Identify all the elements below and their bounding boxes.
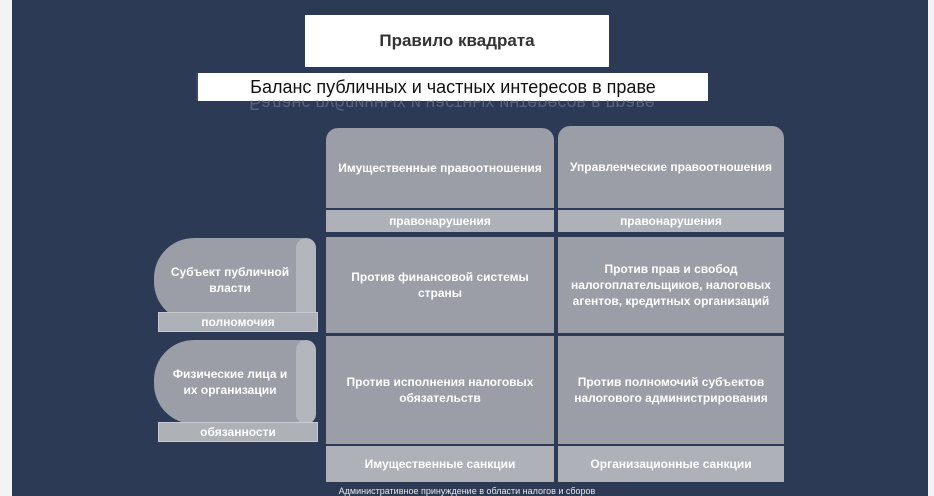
sanction-property: Имущественные санкции <box>326 446 554 482</box>
footer-caption: Административное принуждение в области н… <box>338 486 596 496</box>
column-band-property: правонарушения <box>326 210 554 232</box>
cell-taxpayer-rights: Против прав и свобод налогоплательщиков,… <box>558 237 784 333</box>
subtitle-reflection: Баланс публичных и частных интересов в п… <box>196 100 708 114</box>
row-label-duties: обязанности <box>158 422 318 442</box>
cell-administration-powers: Против полномочий субъектов налогового а… <box>558 336 784 444</box>
row-subject-public-authority: Субъект публичной власти <box>154 238 314 322</box>
diagram-subtitle: Баланс публичных и частных интересов в п… <box>196 73 708 101</box>
left-margin <box>0 0 12 496</box>
right-margin <box>928 0 934 496</box>
cell-financial-system: Против финансовой системы страны <box>326 237 554 333</box>
diagram-title: Правило квадрата <box>305 15 609 67</box>
scroll-cap <box>296 238 316 322</box>
column-header-property: Имущественные правоотношения <box>326 128 554 208</box>
column-header-management: Управленческие правоотношения <box>558 126 784 208</box>
subtitle-reflection-text: Баланс публичных и частных интересов в п… <box>249 100 655 113</box>
scroll-cap <box>296 340 316 424</box>
row-subject-individuals: Физические лица и их организации <box>154 340 314 424</box>
row-label-powers: полномочия <box>158 312 318 332</box>
column-band-management: правонарушения <box>558 210 784 232</box>
cell-tax-obligations: Против исполнения налоговых обязательств <box>326 336 554 444</box>
sanction-organizational: Организационные санкции <box>558 446 784 482</box>
